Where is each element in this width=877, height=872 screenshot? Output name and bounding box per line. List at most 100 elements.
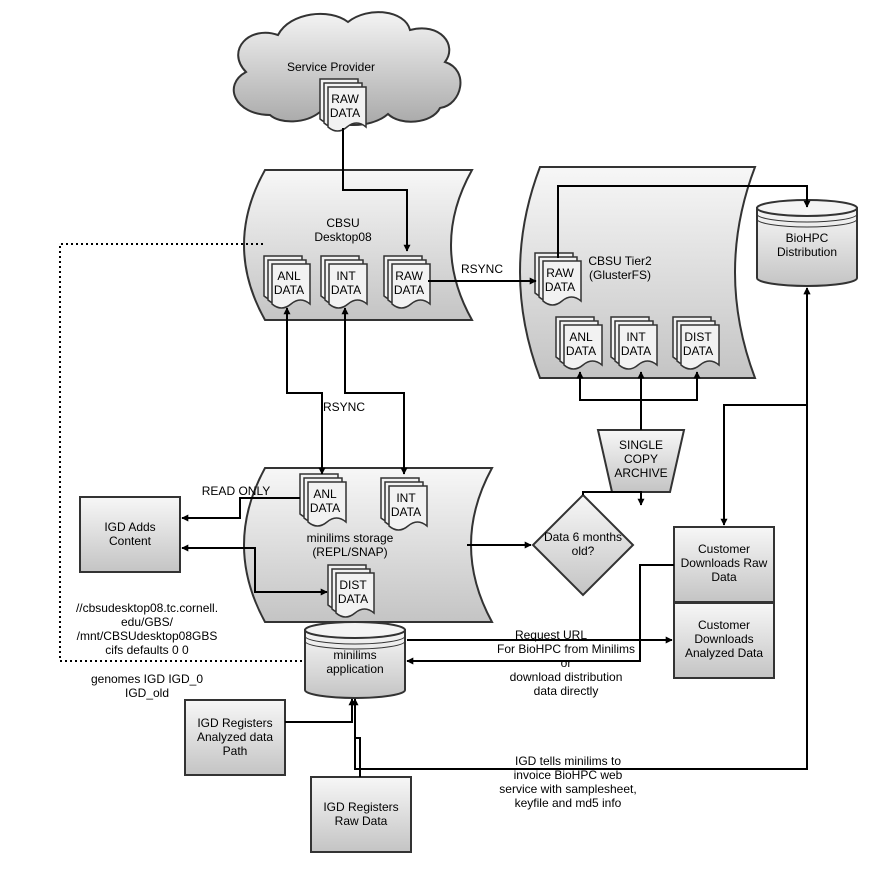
cbsu-tier2-title-2: (GlusterFS)	[589, 268, 651, 282]
igd-registers-analyzed-text-1: IGD Registers	[197, 716, 272, 730]
decision-text-2: old?	[572, 544, 595, 558]
mount-path-4: cifs defaults 0 0	[105, 643, 189, 657]
doc-label-line2: DATA	[310, 501, 340, 515]
igd-registers-raw-text-2: Raw Data	[335, 814, 388, 828]
doc-label-line1: INT	[626, 330, 646, 344]
cbsu-tier2-title-1: CBSU Tier2	[588, 254, 652, 268]
igd-registers-analyzed-text-3: Path	[223, 744, 248, 758]
single-copy-archive: SINGLE COPY ARCHIVE	[596, 429, 686, 493]
biohpc-title-1: BioHPC	[786, 231, 829, 245]
archive-title-2: COPY	[624, 452, 658, 466]
doc-label-line2: DATA	[683, 344, 713, 358]
invoice-label-4: keyfile and md5 info	[515, 796, 622, 810]
request-label-3: or	[561, 656, 572, 670]
connector-int-sync	[341, 307, 408, 475]
connector-registers-raw	[351, 698, 361, 777]
data-age-decision: Data 6 months old?	[531, 493, 635, 597]
customer-raw-text-1: Customer	[698, 542, 750, 556]
igd-adds-text-1: IGD Adds	[104, 520, 155, 534]
doc-label-line1: RAW	[546, 266, 574, 280]
connector-tier2-to-biohpc	[557, 185, 811, 258]
invoice-label-2: invoice BioHPC web	[514, 768, 623, 782]
mount-path-2: edu/GBS/	[121, 615, 174, 629]
minilims-app-title-1: minilims	[333, 648, 376, 662]
customer-analyzed-text-1: Customer	[698, 618, 750, 632]
read-only-label: READ ONLY	[202, 484, 270, 498]
igd-registers-raw-text-1: IGD Registers	[323, 800, 398, 814]
connector-decision-to-archive	[582, 491, 645, 506]
doc-label-line2: DATA	[274, 283, 304, 297]
invoice-label-3: service with samplesheet,	[499, 782, 636, 796]
customer-downloads-analyzed-box: Customer Downloads Analyzed Data	[673, 602, 775, 679]
igd-registers-analyzed-box: IGD Registers Analyzed data Path	[184, 699, 286, 776]
request-label-1: Request URL	[515, 628, 587, 642]
mount-path-1: //cbsudesktop08.tc.cornell.	[76, 601, 218, 615]
customer-analyzed-text-2: Downloads	[694, 632, 753, 646]
igd-adds-text-2: Content	[109, 534, 152, 548]
customer-raw-text-2: Downloads Raw	[681, 556, 768, 570]
doc-label-line2: DATA	[566, 344, 596, 358]
minilims-storage-title-1: minilims storage	[307, 531, 394, 545]
doc-label-line1: ANL	[569, 330, 593, 344]
connector-archive-to-anl	[576, 371, 641, 401]
request-label-2: For BioHPC from Minilims	[497, 642, 635, 656]
minilims-application-cylinder: minilims application	[304, 621, 406, 699]
connector-cifs-mount	[59, 243, 305, 662]
connectors	[59, 128, 811, 777]
doc-label-line1: ANL	[277, 269, 301, 283]
connector-anl-sync	[283, 307, 326, 475]
cbsu-desktop08-title-2: Desktop08	[314, 230, 372, 244]
connector-request-url	[406, 564, 674, 665]
doc-label-line2: DATA	[331, 283, 361, 297]
doc-label-line2: DATA	[391, 505, 421, 519]
doc-label-line2: DATA	[545, 280, 575, 294]
igd-adds-content-box: IGD Adds Content	[79, 496, 181, 573]
igd-registers-analyzed-text-2: Analyzed data	[197, 730, 273, 744]
doc-label-line1: INT	[336, 269, 356, 283]
doc-label-line1: DIST	[339, 578, 367, 592]
rsync-label-mid: RSYNC	[323, 400, 365, 414]
doc-label-line2: DATA	[330, 106, 360, 120]
doc-label-line1: ANL	[313, 487, 337, 501]
annotations: RSYNC RSYNC READ ONLY //cbsudesktop08.tc…	[76, 262, 637, 810]
mount-path-3: /mnt/CBSUdesktop08GBS	[77, 629, 218, 643]
connector-invoice-biohpc	[354, 287, 811, 770]
decision-text-1: Data 6 months	[544, 530, 622, 544]
doc-label-line1: RAW	[331, 92, 359, 106]
connector-cloud-to-desktop	[342, 128, 411, 252]
request-label-5: data directly	[534, 684, 599, 698]
customer-downloads-raw-box: Customer Downloads Raw Data	[673, 526, 775, 603]
doc-label-line1: INT	[396, 491, 416, 505]
document-icons: RAWDATAANLDATAINTDATARAWDATARAWDATAANLDA…	[263, 78, 720, 618]
invoice-label-1: IGD tells minilims to	[515, 754, 621, 768]
genomes-label-1: genomes IGD IGD_0	[91, 672, 203, 686]
cbsu-desktop08-title-1: CBSU	[326, 216, 359, 230]
doc-label-line1: DIST	[684, 330, 712, 344]
customer-raw-text-3: Data	[711, 570, 737, 584]
customer-analyzed-text-3: Analyzed Data	[685, 646, 763, 660]
minilims-storage-title-2: (REPL/SNAP)	[312, 545, 387, 559]
igd-registers-raw-box: IGD Registers Raw Data	[310, 776, 412, 853]
doc-label-line2: DATA	[338, 592, 368, 606]
biohpc-title-2: Distribution	[777, 245, 837, 259]
connector-registers-analyzed	[285, 698, 356, 723]
doc-label-line2: DATA	[621, 344, 651, 358]
doc-label-line2: DATA	[394, 283, 424, 297]
request-label-4: download distribution	[510, 670, 623, 684]
service-provider-label: Service Provider	[287, 60, 375, 74]
minilims-app-title-2: application	[326, 662, 383, 676]
connector-read-only	[181, 497, 300, 522]
archive-title-3: ARCHIVE	[614, 466, 667, 480]
biohpc-distribution-cylinder: BioHPC Distribution	[756, 199, 858, 287]
